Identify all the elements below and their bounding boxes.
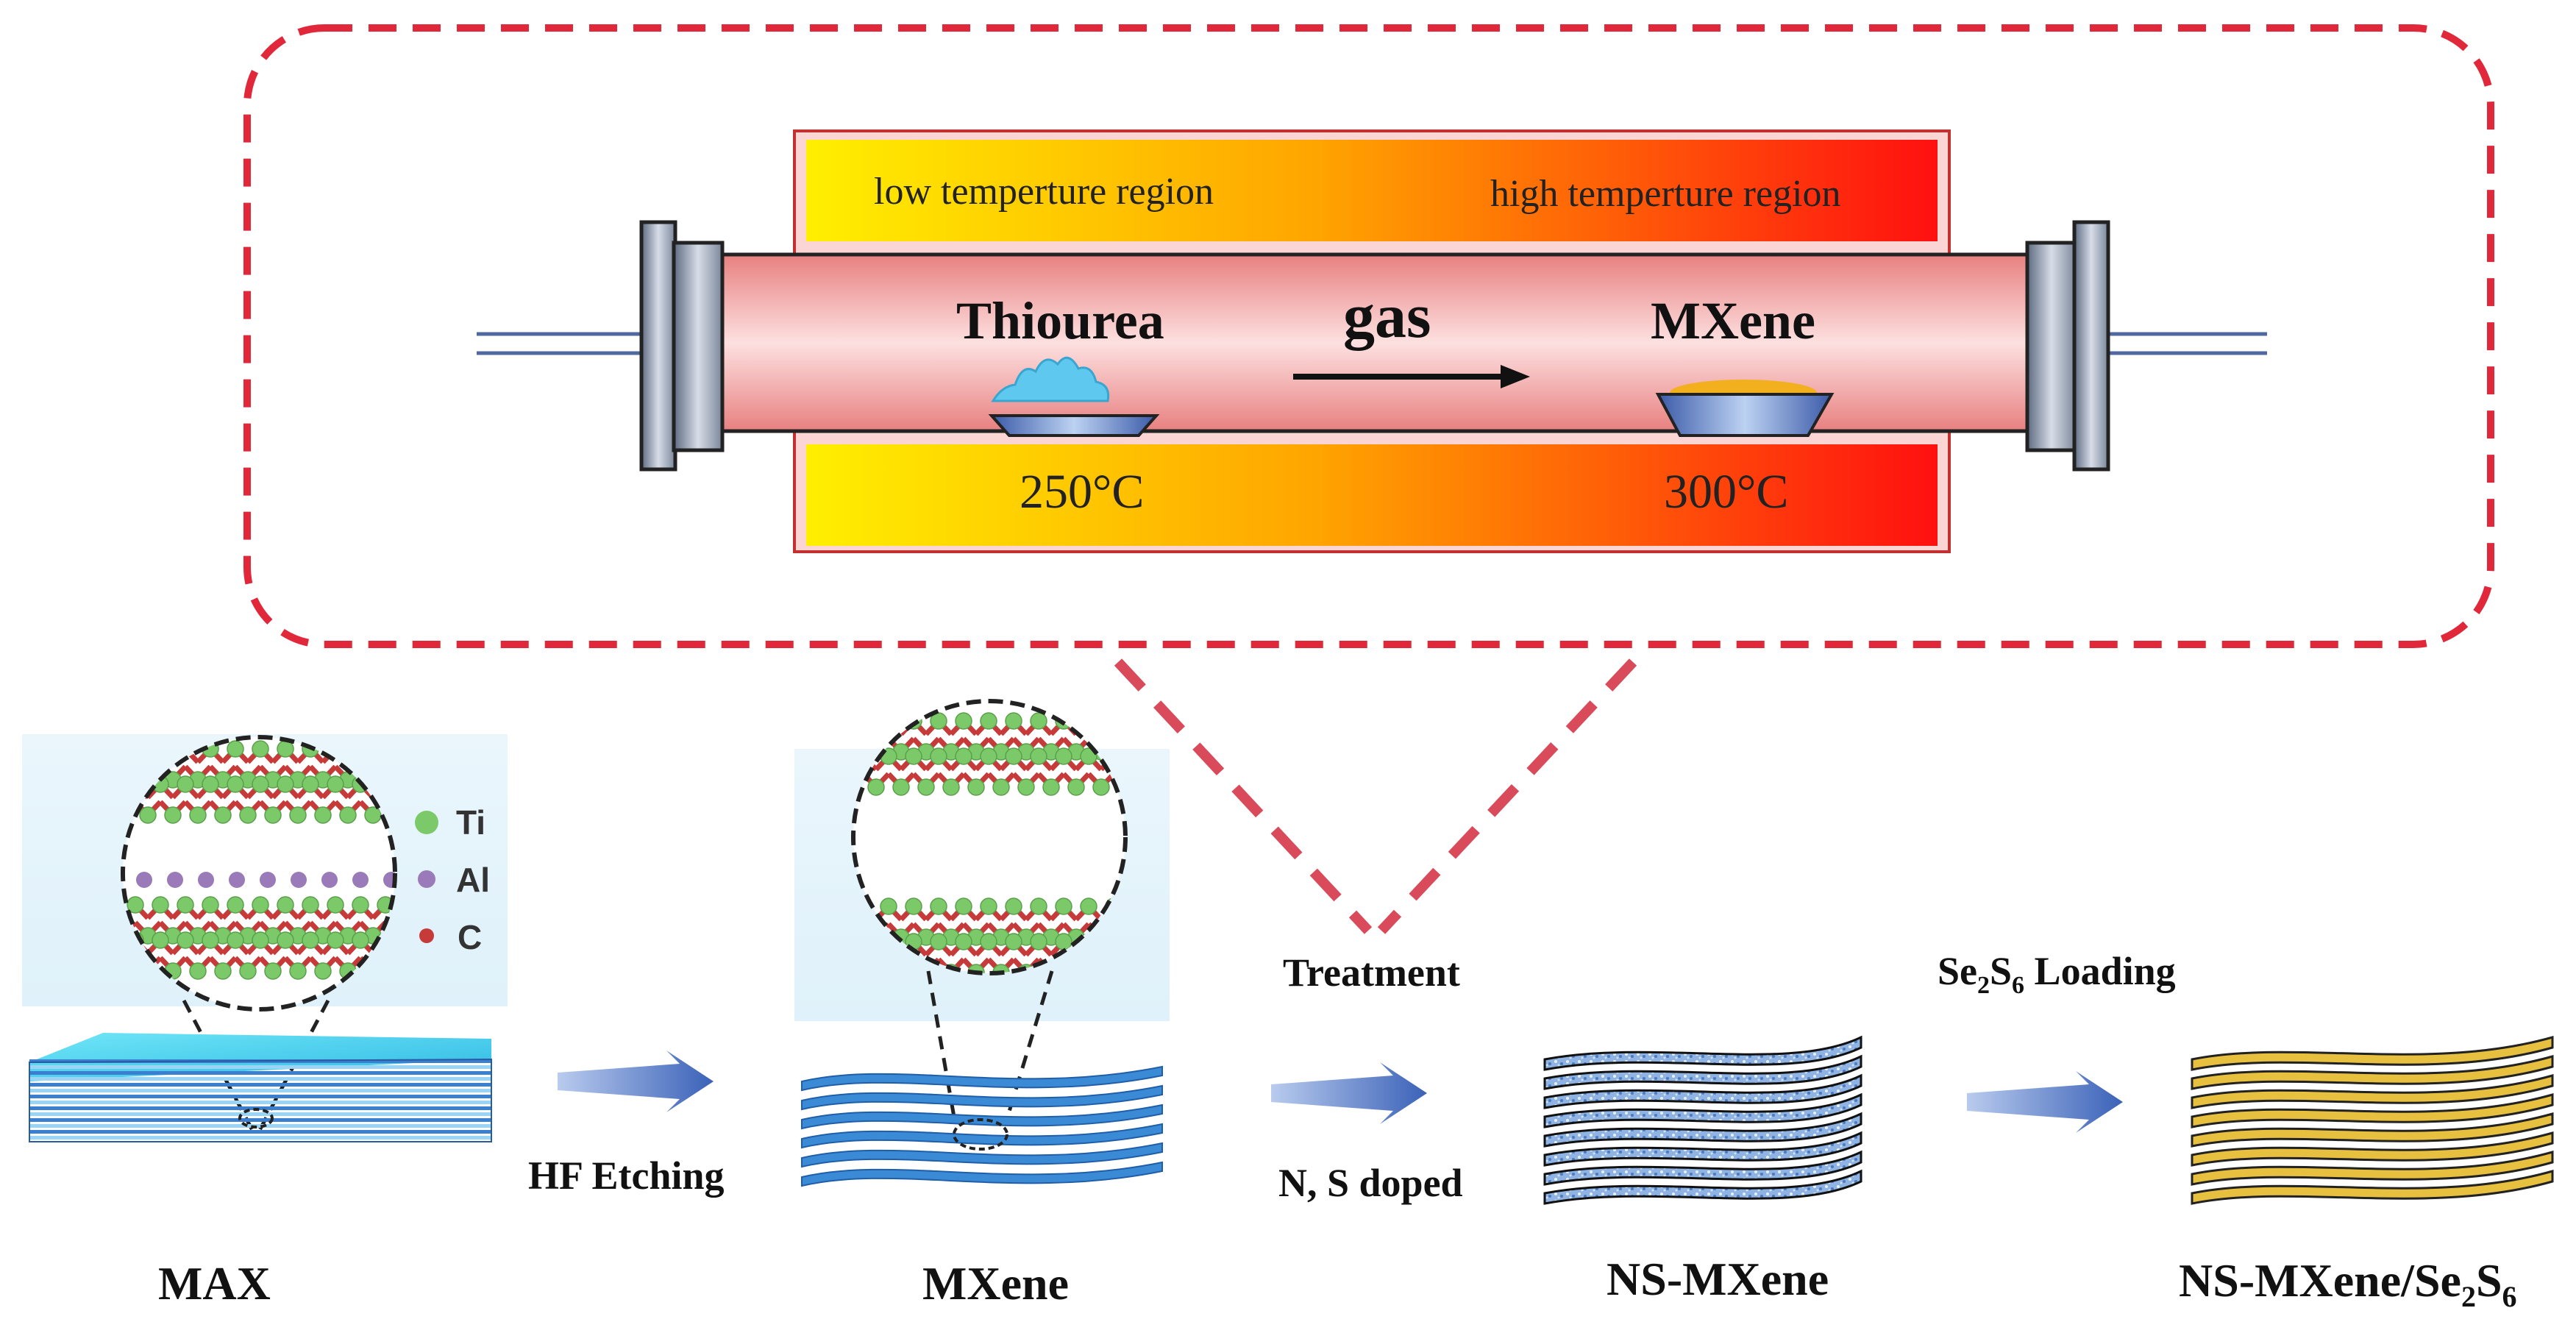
low-temp-label: 250°C [1020,465,1144,519]
mxene-sheet [801,1161,1163,1187]
gold-sheet [2191,1131,2554,1167]
mxene-label: MXene [922,1257,1069,1309]
ns-sheet [1543,1150,1862,1186]
final-product-label: NS-MXene/Se2S6 [2179,1254,2517,1313]
mxene-sheet [801,1123,1163,1149]
al-atom [383,872,395,888]
al-atom [198,872,214,888]
ti-label: Ti [456,803,485,842]
hf-etching-arrow [558,1051,714,1112]
zoom-connector [1114,658,1637,934]
al-dot [418,870,435,888]
ns-sheet [1543,1112,1862,1148]
gold-sheet [2191,1093,2554,1128]
hf-etching-label: HF Etching [528,1154,725,1198]
heat-zone-top [806,140,1938,241]
mxene-sheet [801,1142,1163,1168]
al-atom [260,872,276,888]
gas-flow-arrow [1293,365,1530,388]
ns-sheet [1543,1035,1862,1071]
gas-label: gas [1343,280,1431,351]
element-legend: Ti Al C [415,803,490,956]
mxene-stack [801,1065,1163,1187]
c-dot [419,928,434,943]
treatment-label: Treatment [1283,950,1460,995]
left-end-cap [639,220,725,472]
mxene-sheet [801,1103,1163,1130]
thiourea-boat [988,356,1160,437]
mxene-sheet [801,1065,1163,1092]
gold-sheet [2191,1112,2554,1148]
al-atom [229,872,245,888]
gold-sheet [2191,1151,2554,1186]
thiourea-label: Thiourea [956,291,1164,350]
mxene-boat [1655,380,1835,437]
ns-sheet [1543,1054,1862,1090]
ns-sheet [1543,1131,1862,1167]
max-slab [29,1033,492,1142]
max-label: MAX [158,1257,271,1309]
ns-mxene-stack [1543,1035,1862,1205]
loading-arrow [1967,1071,2123,1133]
ti-dot [415,811,438,834]
mxene-sheet [801,1084,1163,1111]
gas-outlet-line [2105,332,2267,355]
treatment-arrow [1271,1062,1427,1124]
ns-mxene-se2s6-stack [2191,1036,2554,1205]
mxene-zoom-cone [926,970,1054,1122]
mxene-boat-label: MXene [1651,291,1815,350]
ns-sheet [1543,1092,1862,1128]
gold-sheet [2191,1170,2554,1205]
furnace-dashed-border [243,24,2494,648]
gas-inlet-line [477,332,647,355]
ns-sheet [1543,1169,1862,1205]
ns-doped-label: N, S doped [1278,1161,1463,1205]
ns-sheet [1543,1073,1862,1109]
heat-zone-bottom [806,444,1938,546]
gold-sheet [2191,1074,2554,1109]
al-atom [352,872,369,888]
al-atom [321,872,338,888]
al-label: Al [456,861,490,899]
al-atom [291,872,307,888]
al-atom [136,872,152,888]
right-end-cap [2025,220,2110,472]
gold-sheet [2191,1036,2554,1071]
loading-label: Se2S6 Loading [1938,949,2176,999]
high-region-label: high temperture region [1490,173,1841,215]
c-label: C [458,918,482,956]
high-temp-label: 300°C [1664,465,1788,519]
gold-sheet [2191,1055,2554,1090]
ns-mxene-label: NS-MXene [1607,1253,1829,1305]
low-region-label: low temperture region [874,171,1214,213]
al-atom [167,872,183,888]
